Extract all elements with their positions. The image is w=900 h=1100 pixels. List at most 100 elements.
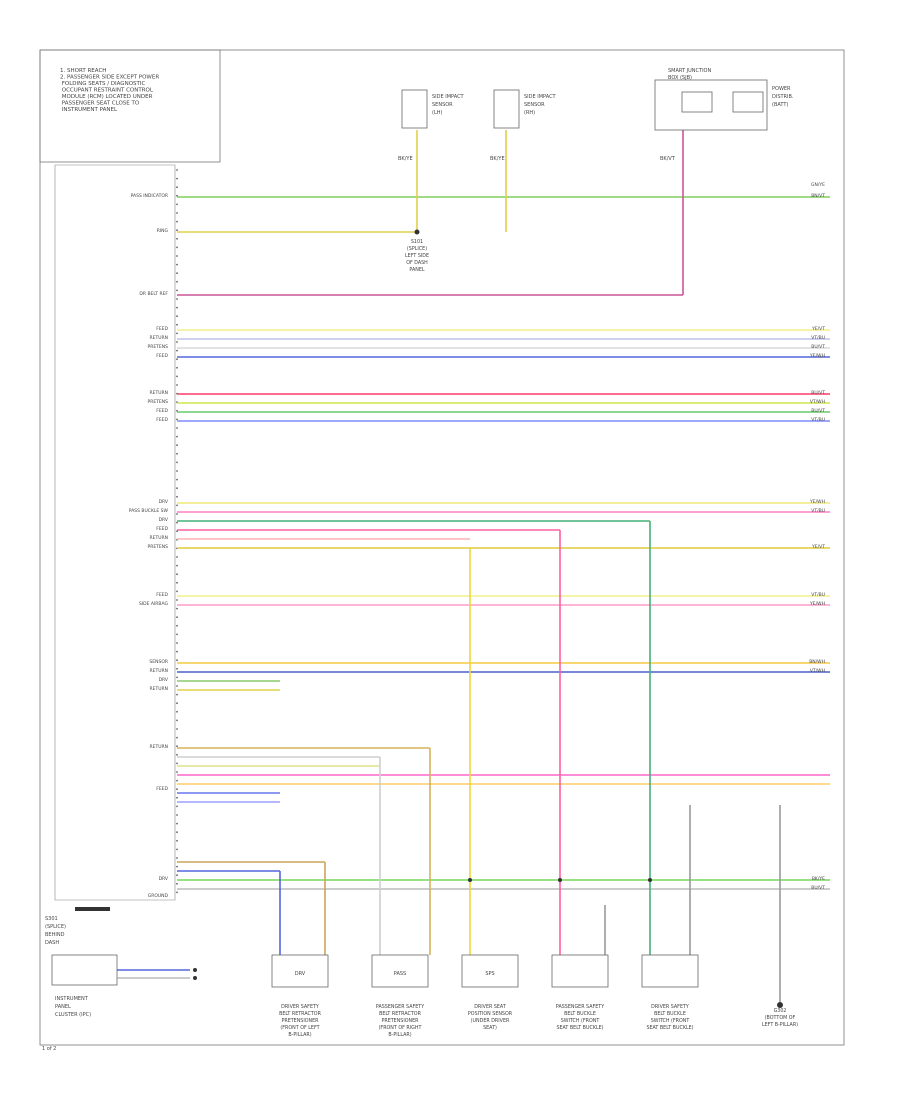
note-line: 2. PASSENGER SIDE EXCEPT POWER — [60, 75, 159, 81]
bottom-component-label: PASSENGER SAFETY — [556, 1004, 604, 1010]
svg-text:SIDE IMPACT: SIDE IMPACT — [524, 94, 557, 100]
wire-harness — [177, 130, 830, 1005]
bottom-component-label: POSITION SENSOR — [468, 1011, 513, 1017]
pin-dot — [176, 607, 178, 610]
top-components: SIDE IMPACT SENSOR (LH) BK/YE SIDE IMPAC… — [398, 68, 794, 162]
note-line: INSTRUMENT PANEL — [60, 107, 118, 113]
svg-text:SENSOR: SENSOR — [432, 102, 453, 108]
wire-code: VT/BU — [811, 335, 825, 341]
connector-label: RETURN — [149, 335, 168, 341]
pin-dot — [176, 444, 178, 447]
pin-dot — [176, 771, 178, 773]
pin-dot — [176, 676, 178, 679]
pin-dot — [176, 719, 178, 722]
pin-dot — [176, 478, 178, 481]
pin-dot — [176, 298, 178, 300]
connector-label: RETURN — [149, 686, 168, 692]
connector-label: FEED — [156, 526, 168, 532]
svg-text:DASH: DASH — [45, 940, 59, 946]
svg-text:(SPLICE): (SPLICE) — [45, 924, 66, 930]
pin-dot — [176, 685, 178, 687]
connector-label: GROUND — [148, 893, 169, 899]
svg-text:BEHIND: BEHIND — [45, 932, 65, 938]
pin-dot — [176, 882, 178, 885]
wire-code: VT/WH — [810, 668, 825, 674]
pin-dot — [176, 736, 178, 739]
pin-dot — [176, 504, 178, 507]
connector-label: PRETENS — [148, 544, 169, 550]
pin-dot — [176, 263, 178, 266]
pin-dot — [176, 616, 178, 619]
splice-label-line: S101 — [411, 239, 423, 245]
connector-label: SIDE AIRBAG — [139, 601, 169, 607]
wire-code: VT/BU — [811, 508, 825, 514]
pin-dot — [176, 495, 178, 498]
bottom-component-label: (BOTTOM OF — [765, 1015, 796, 1021]
wire-code: BU/VT — [811, 885, 825, 891]
bottom-component-label: PRETENSIONER — [282, 1018, 320, 1024]
connector-label: PRETENS — [148, 399, 169, 405]
bottom-component-label: PASSENGER SAFETY — [376, 1004, 424, 1010]
connector-label: SENSOR — [149, 659, 168, 665]
bottom-component-label: PRETENSIONER — [382, 1018, 420, 1024]
restraint-control-module — [54, 164, 176, 901]
pin-dot — [176, 375, 178, 378]
connector-label: FEED — [156, 326, 168, 332]
pin-dot — [176, 693, 178, 696]
connector-label: DRV — [159, 517, 169, 523]
connector-label: FEED — [156, 408, 168, 414]
bottom-component-label: SWITCH (FRONT — [561, 1018, 600, 1024]
pin-dot — [176, 212, 178, 214]
svg-text:CLUSTER (IPC): CLUSTER (IPC) — [55, 1012, 91, 1018]
pin-dot — [176, 341, 178, 343]
connector-label: PASS INDICATOR — [131, 193, 168, 199]
pin-dot — [176, 891, 178, 894]
svg-text:DISTRIB.: DISTRIB. — [772, 94, 794, 100]
pin-dot — [176, 874, 178, 877]
bottom-component-label: SEAT) — [483, 1025, 497, 1031]
splice-dot — [648, 878, 652, 882]
pin-dot — [176, 229, 178, 232]
bottom-component-label: BELT RETRACTOR — [279, 1011, 321, 1017]
pin-dot — [176, 633, 178, 636]
bottom-component-label: BELT BUCKLE — [654, 1011, 686, 1017]
svg-text:PASS: PASS — [394, 971, 406, 977]
pin-dot — [176, 435, 178, 438]
connector-label: RETURN — [149, 390, 168, 396]
svg-text:(LH): (LH) — [432, 110, 442, 116]
svg-text:BK/VT: BK/VT — [660, 156, 676, 162]
connector-label: DRV — [159, 876, 169, 882]
pin-dot — [176, 203, 178, 206]
bottom-component-label: DRIVER SAFETY — [651, 1004, 689, 1010]
pin-dot — [176, 306, 178, 309]
diagram-frame — [39, 49, 845, 1046]
pin-dot — [176, 814, 178, 816]
connector-label: RETURN — [149, 744, 168, 750]
note-line: FOLDING SEATS / DIAGNOSTIC — [60, 81, 145, 87]
pin-dot — [176, 667, 178, 670]
splice-label-line: OF DASH — [406, 260, 428, 266]
pin-dot — [176, 599, 178, 601]
pin-dot — [176, 788, 178, 791]
connector-label: FEED — [156, 353, 168, 359]
pin-dot — [176, 848, 178, 851]
side-impact-sensor-lh: SIDE IMPACT SENSOR (LH) BK/YE — [398, 89, 465, 162]
pin-dot — [176, 427, 178, 429]
connector-label: DRV — [159, 499, 169, 505]
bottom-component-label: BELT RETRACTOR — [379, 1011, 421, 1017]
pin-dot — [176, 358, 178, 361]
pin-dot — [176, 590, 178, 593]
splice-label-line: (SPLICE) — [407, 246, 427, 252]
bottom-component-label: BELT BUCKLE — [564, 1011, 596, 1017]
bottom-component-label: SWITCH (FRONT — [651, 1018, 690, 1024]
pin-dot — [176, 470, 178, 472]
connector-label: PASS BUCKLE SW — [129, 508, 169, 514]
svg-text:PANEL: PANEL — [55, 1004, 71, 1010]
